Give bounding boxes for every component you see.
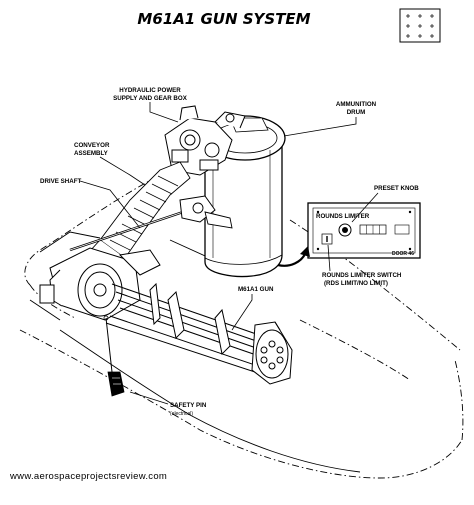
ammunition-drum <box>204 115 286 278</box>
safety-pin-label-1: SAFETY PIN <box>170 402 207 409</box>
safety-pin-label-2: (electrical) <box>170 411 193 417</box>
drive-shaft <box>69 195 233 252</box>
conveyor-label-1: CONVEYOR <box>74 142 110 149</box>
page-title: M61A1 GUN SYSTEM <box>137 10 310 28</box>
counter-digits <box>359 224 387 235</box>
m61a1-gun <box>39 247 293 385</box>
conveyor-label-2: ASSEMBLY <box>74 150 109 157</box>
limit-switch <box>321 233 333 245</box>
hydraulic-label-2: SUPPLY AND GEAR BOX <box>113 95 188 102</box>
locator-icon <box>399 8 441 43</box>
callout-arrow <box>277 246 310 267</box>
hydraulic-label-1: HYDRAULIC POWER <box>119 87 181 94</box>
rounds-limiter-label: ROUNDS LIMITER <box>316 213 370 220</box>
footer-url: www.aerospaceprojectsreview.com <box>9 471 167 482</box>
switch-label-2: (RDS LIMIT/NO LIMIT) <box>324 280 388 287</box>
ammo-label-2: DRUM <box>347 109 366 116</box>
switch-label-1: ROUNDS LIMITER SWITCH <box>322 272 402 279</box>
drive-shaft-label: DRIVE SHAFT <box>40 178 81 185</box>
fuselage-outline <box>19 169 464 479</box>
safety-pin <box>103 315 125 397</box>
hydraulic-gear-box <box>164 105 246 176</box>
callout-labels: HYDRAULIC POWER SUPPLY AND GEAR BOX AMMU… <box>40 87 419 417</box>
gun-label: M61A1 GUN <box>238 286 274 293</box>
ammo-label-1: AMMUNITION <box>336 101 377 108</box>
leader-lines <box>79 102 379 405</box>
preset-knob-label: PRESET KNOB <box>374 185 419 192</box>
rounds-limiter-panel: ROUNDS LIMITER DOOR 46 <box>307 202 421 259</box>
door-label: DOOR 46 <box>392 251 414 257</box>
preset-knob <box>338 223 352 237</box>
